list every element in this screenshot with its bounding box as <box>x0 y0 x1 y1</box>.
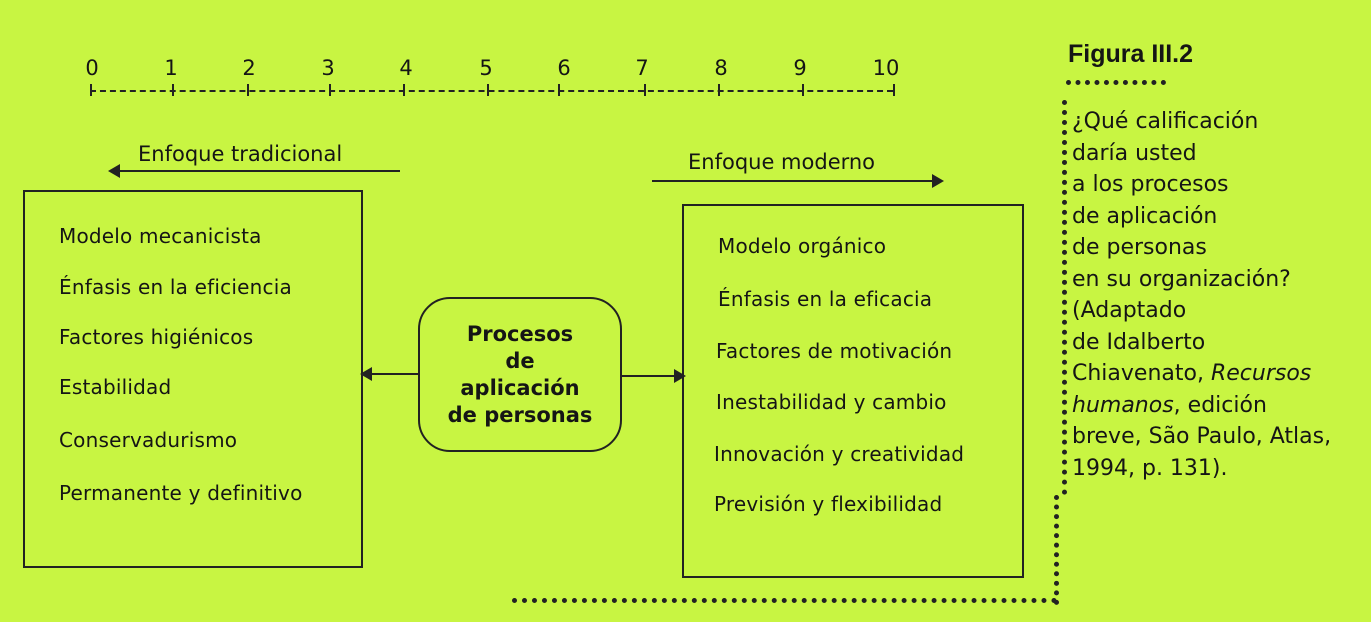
figure-line: en su organización? <box>1072 266 1291 292</box>
figure-title-dots <box>1066 80 1166 85</box>
scale-tick-mark <box>487 84 489 96</box>
scale-tick-mark <box>644 84 646 96</box>
citation-suffix: , edición <box>1173 392 1267 418</box>
center-process-node: Procesos de aplicación de personas <box>418 297 622 452</box>
figure-citation-line: 1994, p. 131). <box>1072 455 1228 481</box>
center-to-traditional-arrow <box>360 367 418 381</box>
scale-tick-label: 0 <box>85 56 99 80</box>
center-line: aplicación <box>460 375 580 400</box>
scale-tick-label: 4 <box>399 56 413 80</box>
modern-item: Énfasis en la eficacia <box>718 287 933 311</box>
traditional-item: Estabilidad <box>59 375 172 399</box>
side-panel-dotted-border <box>1062 100 1067 495</box>
scale-tick-mark <box>329 84 331 96</box>
scale-dashed-line <box>90 90 893 92</box>
traditional-item: Conservadurismo <box>59 428 238 452</box>
traditional-item: Modelo mecanicista <box>59 224 262 248</box>
scale-tick-mark <box>802 84 804 96</box>
figure-citation-line: Chiavenato, Recursos <box>1072 358 1352 390</box>
figure-citation-line: humanos, edición <box>1072 390 1352 422</box>
modern-item: Modelo orgánico <box>718 234 887 258</box>
citation-book-title: Recursos <box>1210 361 1312 386</box>
scale-tick-label: 2 <box>242 56 256 80</box>
figure-line: de personas <box>1072 235 1207 260</box>
scale-tick-mark <box>247 84 249 96</box>
scale-tick-label: 8 <box>714 56 728 80</box>
modern-item: Inestabilidad y cambio <box>716 390 947 414</box>
figure-line: daría usted <box>1072 140 1197 166</box>
scale-tick-label: 3 <box>321 56 335 80</box>
figure-line: de aplicación <box>1072 203 1218 229</box>
modern-approach-label: Enfoque moderno <box>688 150 876 174</box>
modern-box: Modelo orgánico Énfasis en la eficacia F… <box>682 204 1024 578</box>
scale-tick-label: 10 <box>872 56 900 80</box>
center-line: Procesos <box>466 321 574 346</box>
scale-tick-label: 7 <box>635 56 649 80</box>
figure-title: Figura III.2 <box>1068 40 1194 68</box>
citation-book-title: humanos <box>1072 392 1174 418</box>
scale-tick-label: 1 <box>164 56 178 80</box>
center-line: de personas <box>447 402 593 427</box>
scale-tick-label: 5 <box>479 56 493 80</box>
modern-item: Innovación y creatividad <box>714 442 965 466</box>
modern-item: Factores de motivación <box>716 339 953 363</box>
scale-tick-label: 6 <box>557 56 571 80</box>
figure-citation-line: breve, São Paulo, Atlas, <box>1072 424 1332 449</box>
traditional-item: Permanente y definitivo <box>59 481 303 505</box>
scale-tick-mark <box>718 84 720 96</box>
traditional-item: Énfasis en la eficiencia <box>59 275 292 299</box>
bottom-dotted-border <box>512 598 1057 603</box>
side-panel-dotted-border <box>1054 495 1059 605</box>
traditional-box: Modelo mecanicista Énfasis en la eficien… <box>23 190 363 568</box>
scale-tick-mark <box>403 84 405 96</box>
scale-tick-mark <box>172 84 174 96</box>
traditional-left-arrow <box>108 164 400 178</box>
modern-item: Previsión y flexibilidad <box>714 492 943 516</box>
center-line: de <box>505 348 535 373</box>
scale-tick-mark <box>558 84 560 96</box>
traditional-item: Factores higiénicos <box>59 325 254 349</box>
figure-question-text: ¿Qué calificación daría usted a los proc… <box>1072 106 1352 484</box>
citation-prefix: Chiavenato, <box>1072 361 1211 386</box>
modern-right-arrow <box>652 174 944 188</box>
figure-line: (Adaptado <box>1072 298 1187 323</box>
scale-tick-label: 9 <box>793 56 807 80</box>
traditional-approach-label: Enfoque tradicional <box>138 142 343 166</box>
scale-tick-mark <box>893 84 895 96</box>
scale-tick-mark <box>90 84 92 96</box>
figure-line: ¿Qué calificación <box>1072 109 1259 134</box>
figure-line: de Idalberto <box>1072 329 1206 355</box>
figure-line: a los procesos <box>1072 172 1229 197</box>
center-to-modern-arrow <box>622 369 686 383</box>
